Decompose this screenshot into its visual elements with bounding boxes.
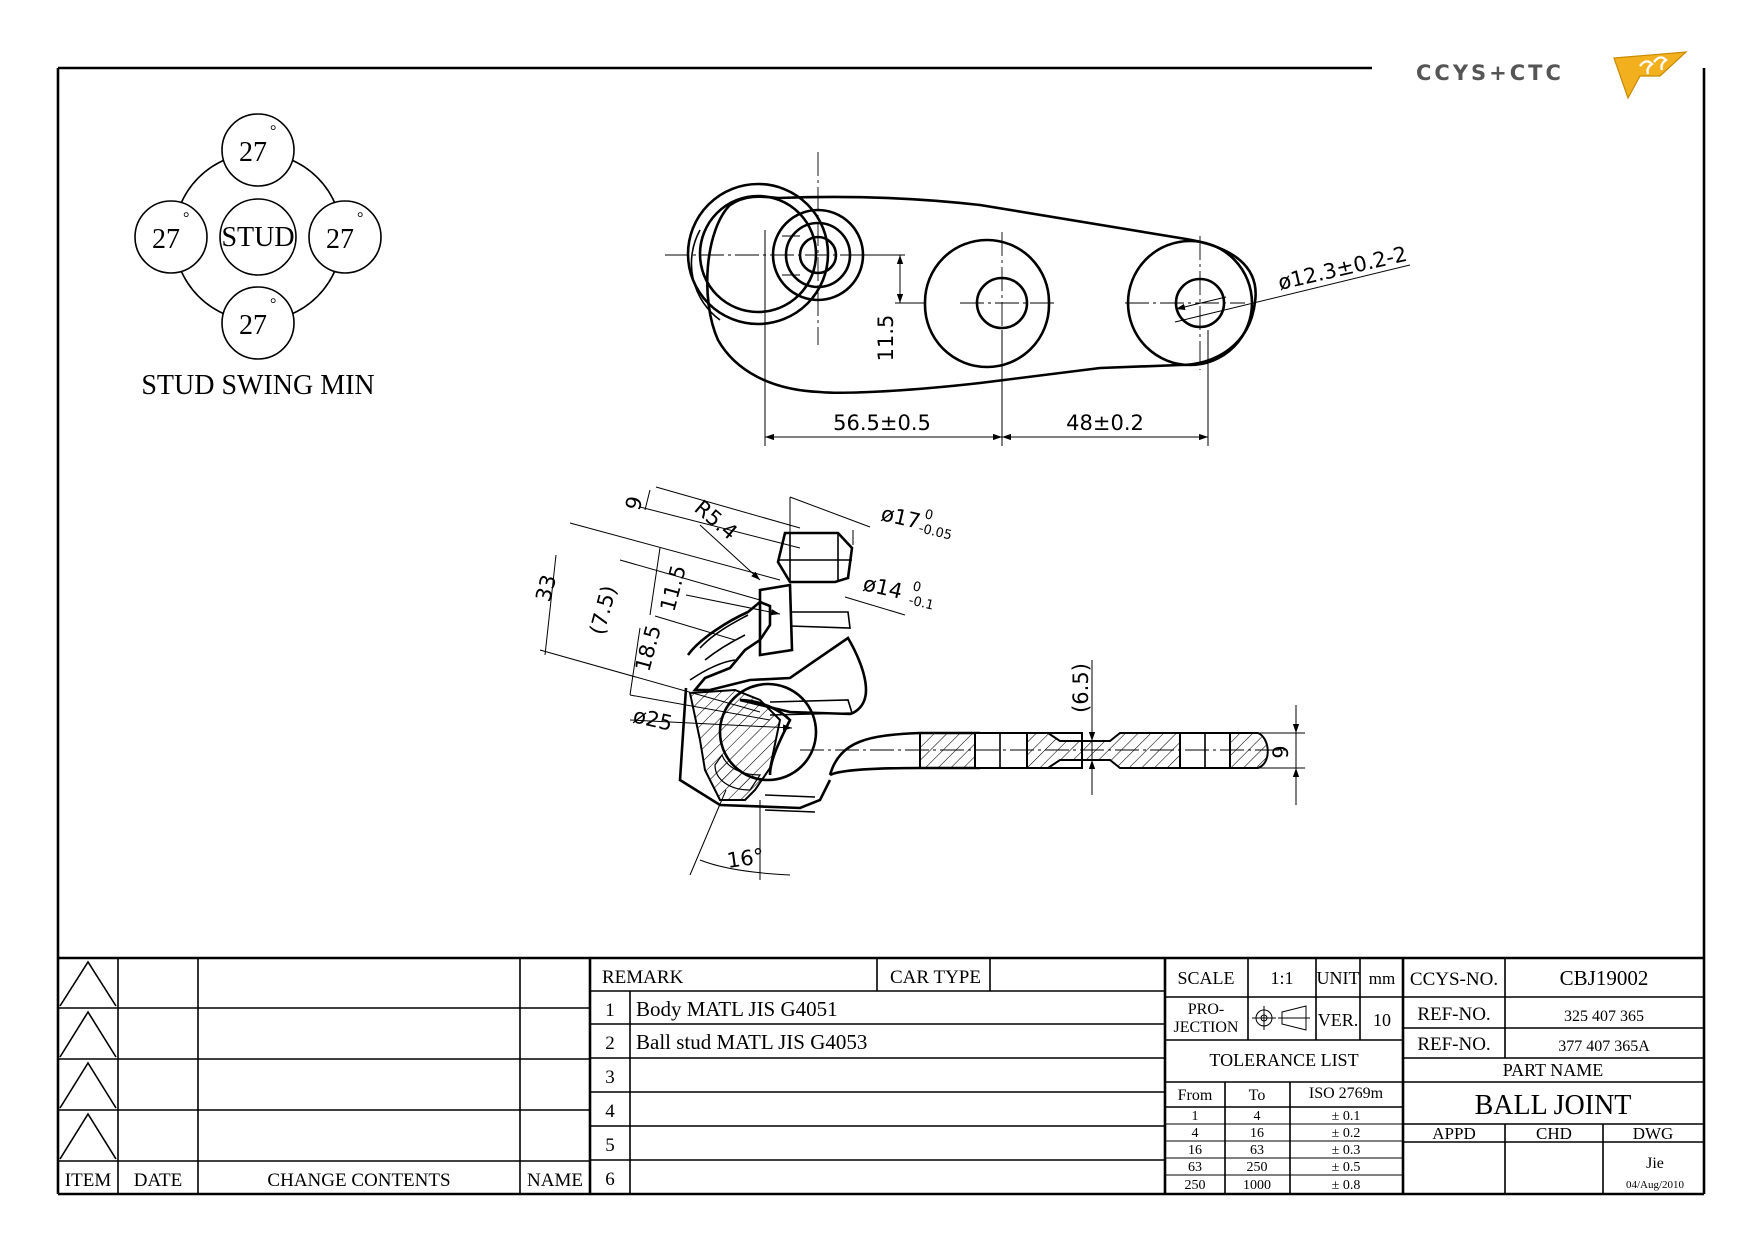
tol-header-from: From [1178,1087,1213,1104]
remark-row-no: 2 [605,1033,615,1054]
stud-swing-diagram: STUD 27 27 27 27 ° ° ° ° STUD SWING MIN [134,113,382,401]
scale-value: 1:1 [1270,968,1293,988]
ver-label: VER. [1318,1010,1359,1030]
tol-value: ± 0.5 [1332,1160,1361,1175]
tol-header-iso: ISO 2769m [1309,1085,1384,1102]
section-view: 9 (6.5) 33 9 R5.4 ø17 0 -0.05 ø14 0 -0. [531,486,1305,880]
remark-row-text: Body MATL JIS G4051 [636,997,838,1021]
logo-mark-icon [1613,51,1688,100]
stud-label: STUD [221,222,294,253]
remark-row-no: 1 [605,1000,615,1021]
tol-from: 4 [1192,1126,1199,1141]
dim-56-5: 56.5±0.5 [833,411,931,435]
scale-projection-tolerance: SCALE 1:1 UNIT mm PRO- JECTION VER. 10 T… [1163,958,1405,1194]
tol-value: ± 0.8 [1332,1178,1361,1193]
tol-from: 16 [1188,1143,1202,1158]
dim-d14: ø14 [861,571,905,603]
ref-no-label-2: REF-NO. [1417,1034,1490,1055]
ccys-no-value: CBJ19002 [1560,966,1649,990]
tol-from: 250 [1185,1178,1206,1193]
dim-9-top: 9 [621,494,648,513]
tol-value: ± 0.2 [1332,1126,1361,1141]
dim-d25: ø25 [631,703,675,735]
projection-label-1: PRO- [1188,1001,1224,1018]
dim-11-5: 11.5 [874,315,898,362]
tol-header-to: To [1249,1087,1266,1104]
angle-right: 27 [326,224,354,255]
dim-33: 33 [531,572,561,604]
dim-r5-4: R5.4 [690,495,742,544]
degree-right: ° [357,210,363,227]
ver-value: 10 [1373,1010,1391,1030]
tol-to: 4 [1254,1109,1261,1124]
ref-no-label-1: REF-NO. [1417,1004,1490,1025]
tol-from: 63 [1188,1160,1202,1175]
dim-48: 48±0.2 [1066,411,1144,435]
dim-d17-tol-lower: -0.05 [917,521,953,543]
dim-7-5: (7.5) [585,583,621,637]
header-name: NAME [527,1170,583,1191]
tol-from: 1 [1192,1109,1199,1124]
dim-d17: ø17 [879,501,923,533]
dim-thickness-9: 9 [1269,745,1293,758]
part-name-value: BALL JOINT [1475,1090,1632,1121]
tol-to: 63 [1250,1143,1264,1158]
part-info: CCYS-NO. CBJ19002 REF-NO. 325 407 365 RE… [1403,958,1704,1194]
ccys-no-label: CCYS-NO. [1410,969,1498,990]
dim-18-5: 18.5 [631,622,666,673]
dim-d17-tol-upper: 0 [923,507,934,523]
degree-left: ° [183,210,189,227]
remark-row-no: 5 [605,1135,615,1156]
dim-6-5: (6.5) [1069,663,1093,713]
remark-row-no: 6 [605,1169,615,1190]
top-view: 56.5±0.5 48±0.2 11.5 ø12.3±0.2-2 [665,152,1411,446]
dwg-label: DWG [1633,1124,1674,1143]
projection-label-2: JECTION [1174,1019,1239,1036]
angle-bottom: 27 [239,310,267,341]
dim-d14-tol-lower: -0.1 [907,593,935,613]
dim-hole: ø12.3±0.2-2 [1276,242,1410,295]
appd-label: APPD [1432,1124,1475,1143]
revision-table: ITEM DATE CHANGE CONTENTS NAME [58,958,592,1194]
angle-top: 27 [239,137,267,168]
header-change-contents: CHANGE CONTENTS [267,1170,450,1191]
tol-to: 1000 [1243,1178,1271,1193]
third-angle-projection-icon [1252,1005,1310,1031]
car-type-label: CAR TYPE [890,967,981,988]
unit-value: mm [1369,969,1395,988]
angle-left: 27 [152,224,180,255]
ref-no-value-1: 325 407 365 [1564,1008,1644,1025]
degree-top: ° [270,123,276,140]
remark-row-no: 4 [605,1101,615,1122]
tol-value: ± 0.1 [1332,1109,1361,1124]
remark-row-no: 3 [605,1067,615,1088]
drawer-name: Jie [1646,1155,1664,1172]
dim-d14-tol-upper: 0 [911,579,922,595]
sheet-border [56,66,1706,1196]
part-name-label: PART NAME [1503,1060,1603,1080]
tol-to: 16 [1250,1126,1264,1141]
header-date: DATE [134,1170,183,1191]
degree-bottom: ° [270,296,276,313]
chd-label: CHD [1536,1124,1572,1143]
stud-swing-title: STUD SWING MIN [141,370,374,401]
logo-text: CCYS+CTC [1416,61,1564,85]
unit-label: UNIT [1317,968,1360,988]
remark-label: REMARK [602,967,684,988]
revision-triangle-icon [59,960,117,1160]
drawing-date: 04/Aug/2010 [1626,1179,1685,1191]
tolerance-title: TOLERANCE LIST [1209,1050,1358,1070]
remark-row-text: Ball stud MATL JIS G4053 [636,1030,867,1054]
scale-label: SCALE [1177,968,1234,988]
header-item: ITEM [65,1170,112,1191]
company-logo: CCYS+CTC [1416,51,1688,100]
ref-no-value-2: 377 407 365A [1558,1038,1650,1055]
dim-11-5-side: 11.5 [656,562,691,613]
tol-to: 250 [1247,1160,1268,1175]
dim-angle-16: 16° [725,844,765,873]
remark-table: REMARK CAR TYPE 1 Body MATL JIS G4051 2 … [590,958,1165,1194]
title-block: ITEM DATE CHANGE CONTENTS NAME REMARK CA… [58,956,1704,1194]
tol-value: ± 0.3 [1332,1143,1361,1158]
